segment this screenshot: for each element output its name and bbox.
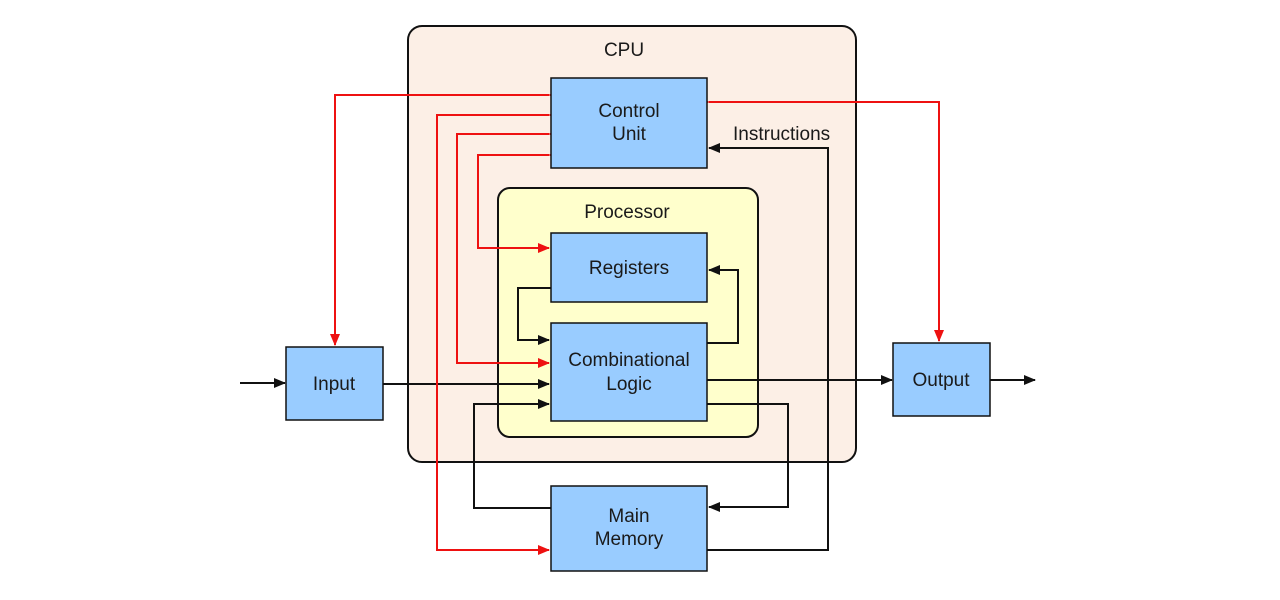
input-label: Input [313, 374, 356, 395]
instructions-label: Instructions [733, 124, 830, 145]
memory-to-logic-arrow [473, 399, 551, 509]
control-paths [330, 90, 944, 555]
control-memory-arrow [436, 110, 560, 555]
main-memory-label-line1: Main [608, 506, 649, 527]
registers-label: Registers [589, 258, 669, 279]
control-unit-label-line2: Unit [612, 124, 647, 145]
control-output-arrow [698, 97, 944, 342]
input-box [285, 346, 384, 421]
combinational-logic-box [550, 322, 708, 422]
output-label: Output [912, 370, 970, 391]
control-unit-label-line1: Control [598, 101, 659, 122]
combinational-logic-label-line2: Logic [606, 374, 651, 395]
cpu-label: CPU [604, 40, 644, 61]
main-memory-box [550, 485, 708, 572]
processor-label: Processor [584, 202, 670, 223]
control-registers-arrow [477, 150, 560, 253]
main-memory-label-line2: Memory [595, 529, 664, 550]
control-logic-arrow [456, 129, 560, 368]
combinational-logic-label-line1: Combinational [568, 350, 689, 371]
control-input-arrow [330, 90, 560, 346]
logic-to-memory-arrow [707, 403, 789, 512]
control-unit-box [550, 77, 708, 169]
registers-box [550, 232, 708, 303]
output-box [892, 342, 991, 417]
